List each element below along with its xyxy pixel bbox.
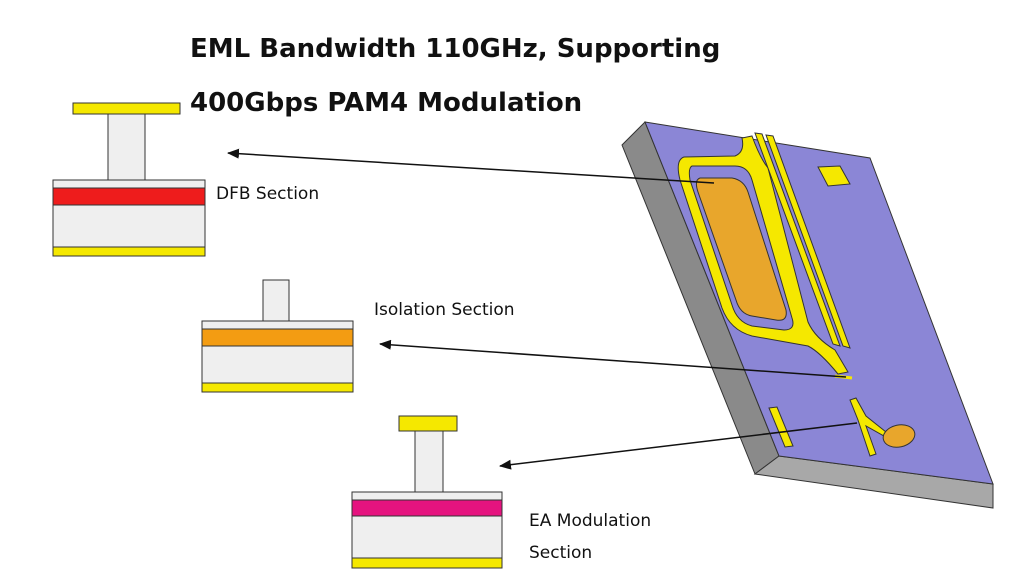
dfb-bottom-contact (52, 246, 206, 257)
ea-active-layer (351, 499, 503, 517)
eml-chip (621, 121, 994, 509)
ground-pad (817, 165, 851, 187)
isolation-bottom-contact (201, 382, 354, 393)
title-line-2: 400Gbps PAM4 Modulation (190, 88, 583, 118)
isolation-ridge (262, 279, 290, 322)
dfb-ridge (107, 113, 146, 181)
waveguide-stripe-1 (754, 132, 841, 347)
ea-section-label-line1: EA Modulation (529, 511, 652, 531)
dfb-active-layer (52, 187, 206, 206)
ea-section-label-line2: Section (529, 543, 593, 564)
dfb-top-contact (72, 102, 181, 115)
ea-side-stripe (768, 406, 794, 448)
ea-upper-cladding (351, 491, 503, 501)
dfb-upper-cladding (52, 179, 206, 189)
isolation-cross-section (201, 279, 354, 393)
dfb-section-label: DFB Section (216, 184, 320, 204)
dfb-cross-section (52, 102, 206, 257)
ea-cross-section (351, 415, 503, 569)
ea-bond-pad (882, 424, 916, 448)
isolation-upper-cladding (201, 320, 354, 330)
ea-section-label: EA Modulation Section (529, 505, 651, 570)
ea-top-contact (398, 415, 458, 432)
dfb-contact-pad (695, 177, 787, 321)
isolation-active-layer (201, 328, 354, 347)
title-line-1: EML Bandwidth 110GHz, Supporting (190, 34, 721, 64)
ea-bottom-contact (351, 557, 503, 569)
arrow-dfb (227, 148, 715, 184)
arrow-ea (499, 422, 858, 470)
ea-substrate (351, 515, 503, 559)
isolation-section-label: Isolation Section (374, 300, 515, 320)
arrow-isolation (379, 339, 847, 378)
ea-ridge (414, 430, 444, 493)
waveguide-stripe-2 (765, 134, 851, 349)
ea-electrode (849, 397, 887, 457)
isolation-substrate (201, 345, 354, 384)
dfb-substrate (52, 204, 206, 248)
